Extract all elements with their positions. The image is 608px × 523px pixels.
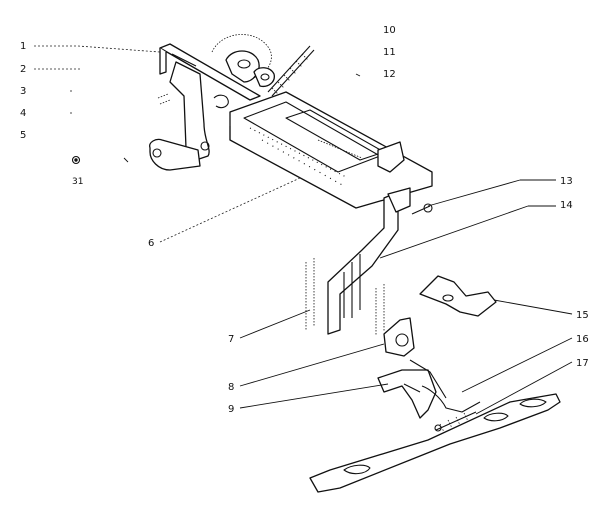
callout-16: 16 [576, 334, 589, 345]
left-bracket-assembly [149, 43, 261, 171]
leader-9 [239, 383, 389, 409]
callout-8: 8 [228, 382, 234, 393]
coil-spring-17 [434, 411, 477, 433]
leader-6 [159, 177, 301, 243]
callout-13: 13 [560, 176, 573, 187]
leader-7 [239, 309, 311, 339]
linkage-8-9 [377, 317, 437, 419]
callout-10: 10 [383, 25, 396, 36]
callout-group-left: 1 2 3 4 5 [20, 41, 82, 141]
coil-spring-top [267, 45, 315, 97]
callout-15: 15 [576, 310, 589, 321]
latch-15 [419, 275, 497, 317]
callout-2: 2 [20, 64, 26, 75]
callout-17: 17 [576, 358, 589, 369]
callout-9: 9 [228, 404, 234, 415]
callout-5: 5 [20, 130, 26, 141]
leader-17 [475, 361, 573, 415]
leader-8 [239, 343, 385, 387]
leader-13 [427, 179, 521, 207]
callout-3: 3 [20, 86, 26, 97]
callout-14: 14 [560, 200, 573, 211]
main-slide-plate [229, 91, 433, 209]
callout-12: 12 [383, 69, 396, 80]
small-mark: 31 [72, 177, 83, 187]
callout-11: 11 [383, 47, 396, 58]
leader-15 [493, 299, 573, 315]
screw-13 [411, 203, 433, 215]
gear-cam-top [211, 34, 275, 88]
callout-7: 7 [228, 334, 234, 345]
callout-1: 1 [20, 41, 26, 52]
callout-group-top-right: 10 11 12 [355, 25, 396, 80]
callout-6: 6 [148, 238, 154, 249]
leader-16 [461, 337, 573, 393]
leader-14 [379, 205, 529, 259]
vertical-slotted-arm [305, 187, 411, 336]
bottom-slide-plate [309, 359, 561, 493]
callout-4: 4 [20, 108, 26, 119]
small-screw: 31 [71, 155, 129, 187]
